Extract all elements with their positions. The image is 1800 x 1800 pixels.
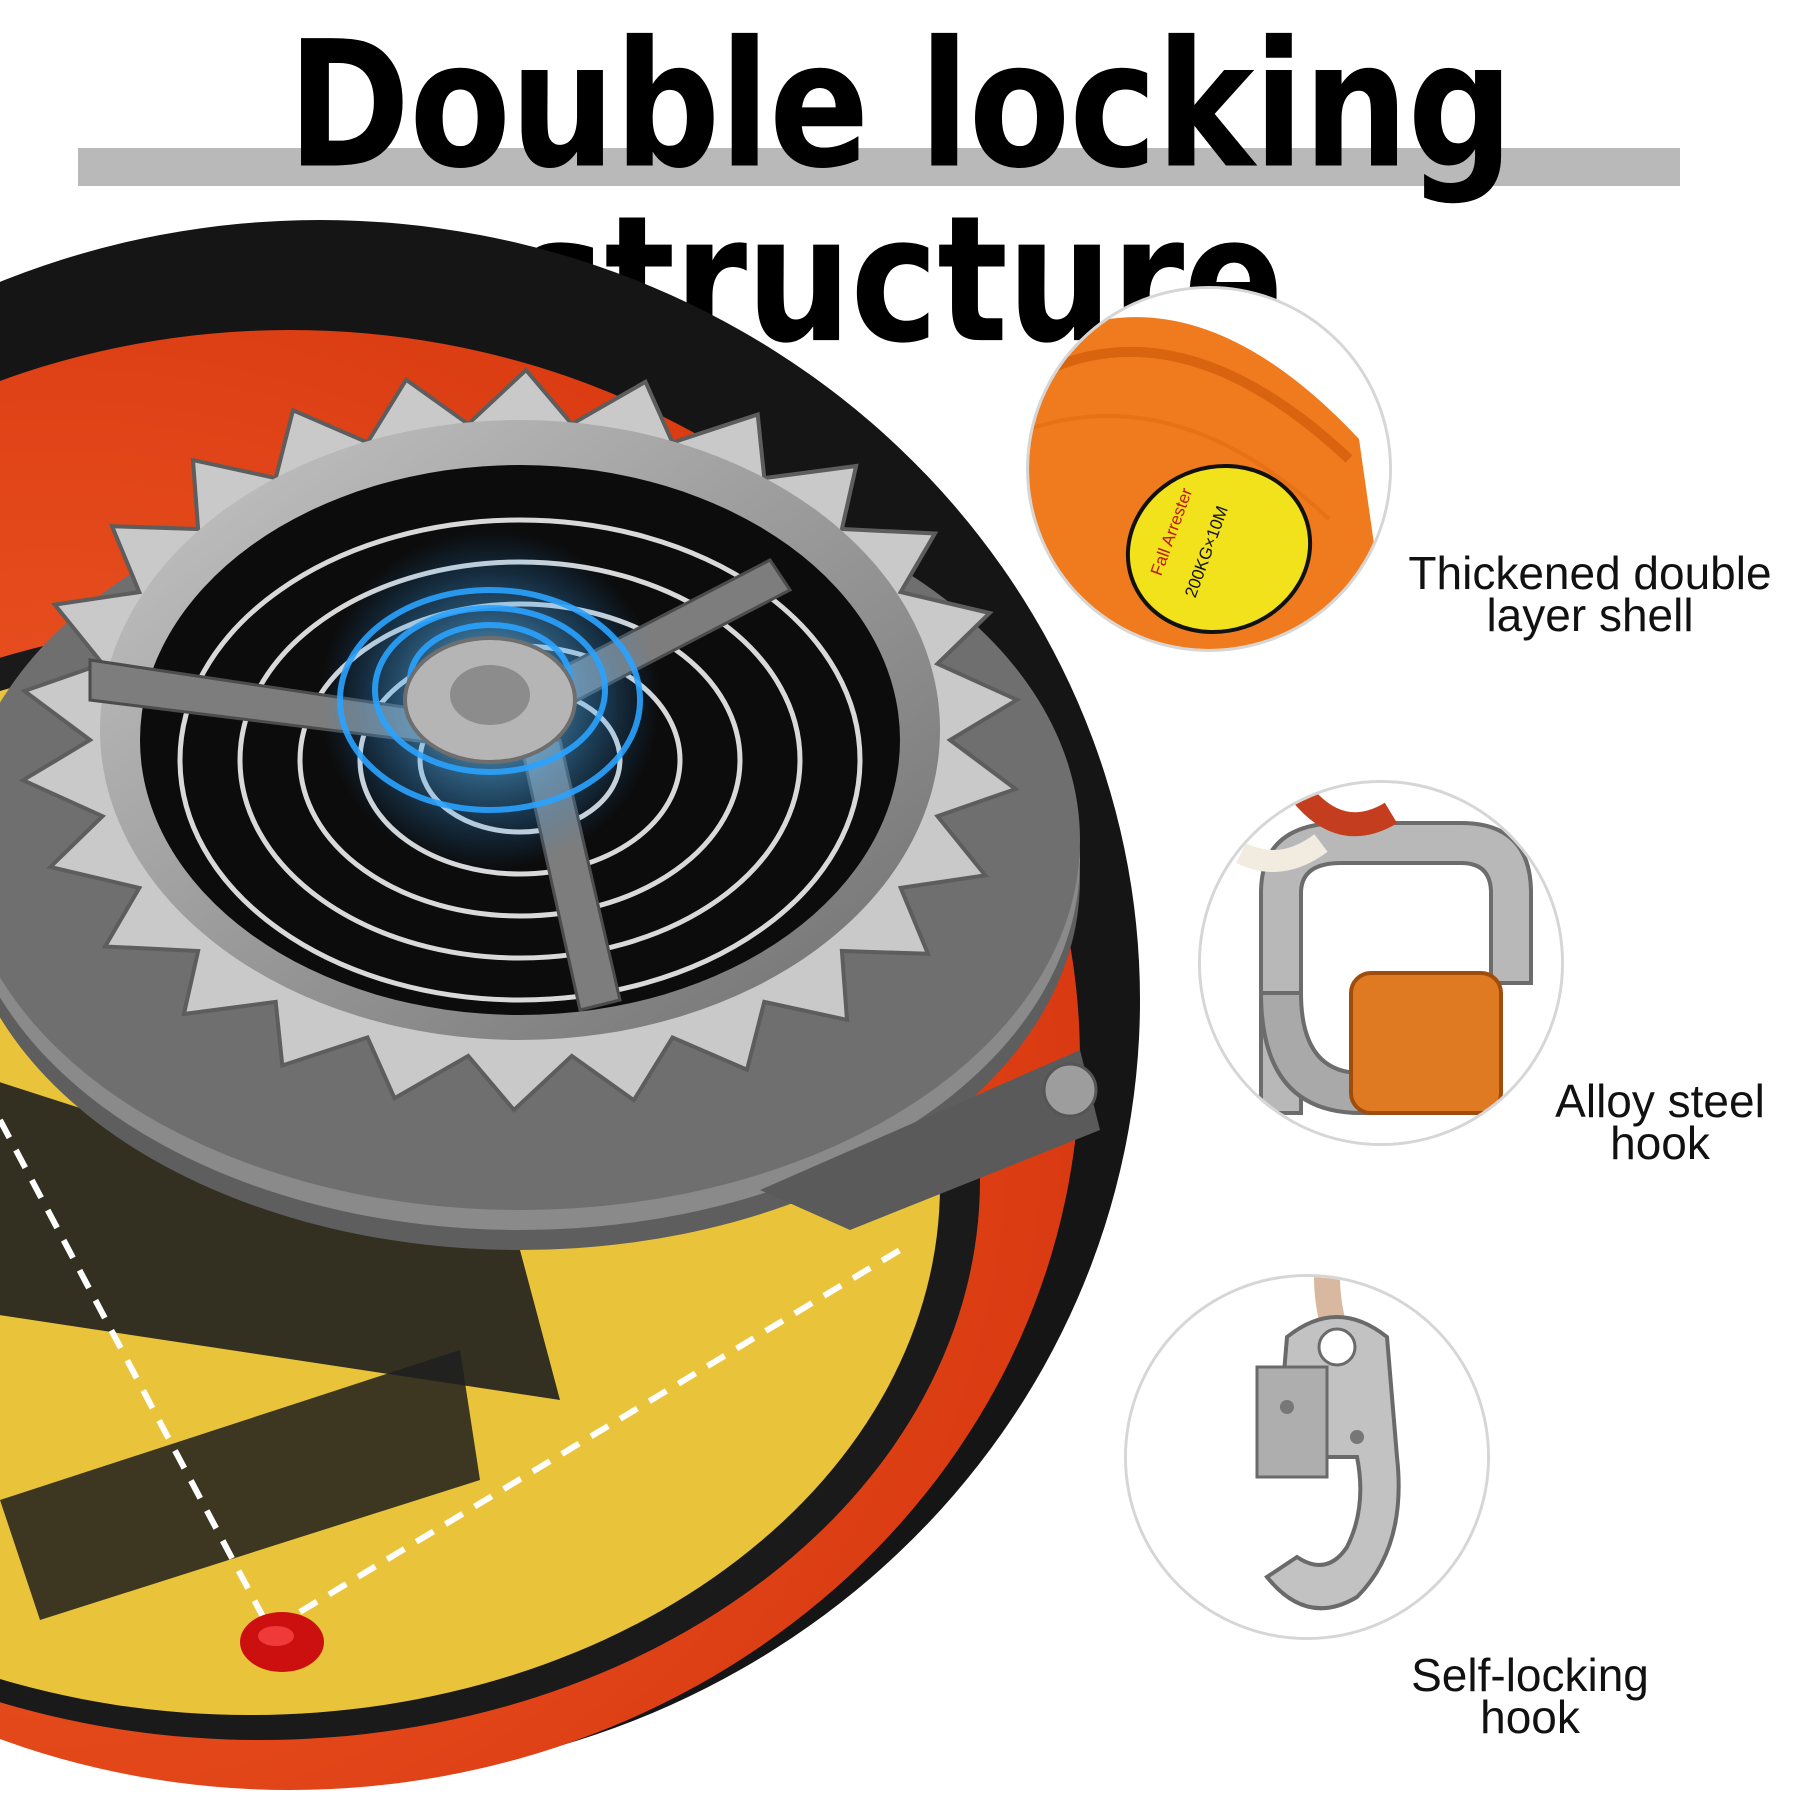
caption-line: hook <box>1480 1691 1580 1743</box>
caption-line: hook <box>1610 1117 1710 1169</box>
caption-line: Thickened double <box>1408 547 1772 599</box>
caption-line: layer shell <box>1486 589 1694 641</box>
title-underline-band <box>78 148 1680 186</box>
feature-thumb-self-locking-hook <box>1124 1274 1490 1640</box>
orange-shell-icon <box>1029 289 1389 649</box>
feature-caption-shell: Thickened double layer shell <box>1380 547 1800 641</box>
self-locking-hook-icon <box>1127 1277 1487 1637</box>
feature-caption-alloy-hook: Alloy steel hook <box>1520 1075 1800 1169</box>
caption-line: Alloy steel <box>1555 1075 1765 1127</box>
alloy-steel-hook-icon <box>1201 783 1561 1143</box>
caption-line: Self-locking <box>1411 1649 1649 1701</box>
feature-thumb-alloy-hook <box>1198 780 1564 1146</box>
feature-thumb-shell: Fall Arrester 200KG×10M <box>1026 286 1392 652</box>
feature-caption-self-locking-hook: Self-locking hook <box>1380 1649 1680 1743</box>
